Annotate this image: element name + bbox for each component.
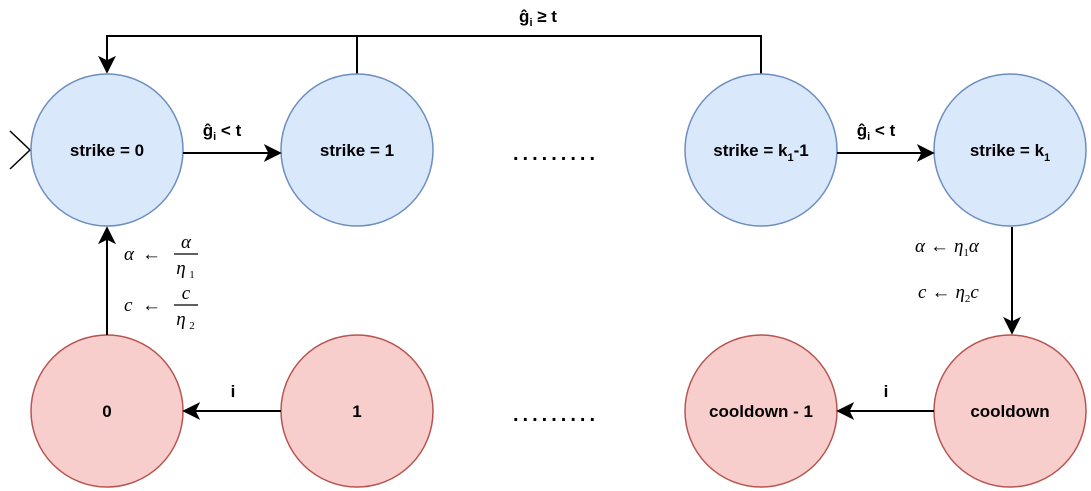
top-loop-edge	[98, 35, 762, 74]
state-cooldown-label: cooldown	[970, 402, 1049, 421]
initial-state-marker	[9, 130, 32, 170]
svg-text:α: α	[181, 232, 192, 253]
reset-alpha-update: α ← α η 1	[124, 232, 198, 281]
decay-alpha-update: α←η1α	[915, 236, 980, 259]
state-strike-0-label: strike = 0	[70, 141, 144, 160]
state-cool-0-label: 0	[102, 402, 111, 421]
svg-text:c: c	[124, 295, 133, 316]
edge-cool1-to-cool0-label: i	[231, 382, 236, 401]
reset-c-update: c ← c η 2	[124, 283, 198, 332]
svg-text:α: α	[124, 244, 135, 265]
edge-strike0-to-strike1-label: ĝi < t	[203, 121, 242, 143]
state-strike-1-label: strike = 1	[320, 141, 394, 160]
svg-text:η: η	[176, 258, 185, 279]
top-loop-label: ĝi ≥ t	[519, 7, 557, 29]
cool-row-ellipsis: .........	[513, 404, 599, 426]
state-cool-1-label: 1	[352, 402, 361, 421]
svg-text:←: ←	[142, 295, 161, 316]
svg-text:1: 1	[189, 269, 195, 281]
edge-k1m1-to-k1-label: ĝi < t	[857, 121, 896, 143]
decay-c-update: c←η2c	[918, 282, 979, 305]
svg-text:c: c	[182, 283, 191, 304]
state-strike-k1-minus-1-label: strike = k1-1	[713, 141, 808, 164]
svg-text:←: ←	[142, 244, 161, 265]
state-strike-k1-label: strike = k1	[970, 141, 1050, 164]
svg-text:η: η	[176, 309, 185, 330]
strike-row-ellipsis: .........	[513, 143, 599, 165]
edge-cooldown-to-cdm1-label: i	[884, 382, 889, 401]
svg-text:2: 2	[189, 320, 195, 332]
state-strike-k1-minus-1	[684, 73, 838, 227]
state-strike-0	[30, 73, 184, 227]
state-cooldown-minus-1-label: cooldown - 1	[709, 402, 813, 421]
